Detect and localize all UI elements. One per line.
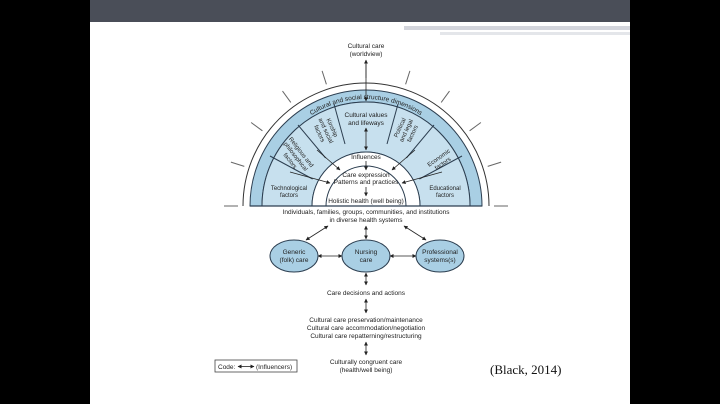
sun-ray — [405, 70, 411, 85]
nursing-care-circle — [341, 239, 391, 273]
code-label: Code: — [218, 364, 236, 371]
slide-header-bar — [90, 0, 630, 22]
sunrise-model-diagram: Cultural care (worldview) Cultural and s… — [214, 43, 508, 374]
care-mode-accommodation: Cultural care accommodation/negotiation — [307, 325, 426, 332]
factor-technological: Technological factors — [271, 186, 307, 199]
factor-cultural-values: Cultural values and lifeways — [345, 112, 389, 127]
system-arrows — [305, 225, 427, 258]
holistic-health-label: Holistic health (well being) — [328, 198, 404, 205]
nursing-care-line1: Nursing — [355, 249, 378, 256]
sun-ray — [321, 70, 327, 85]
professional-systems-line1: Professional — [422, 249, 458, 256]
worldview-label-line1: Cultural care — [348, 43, 385, 50]
sun-ray — [250, 122, 263, 132]
influences-label: Influences — [351, 154, 381, 161]
svg-text:factors: factors — [280, 193, 298, 199]
generic-care-circle — [269, 239, 319, 273]
sun-ray — [440, 90, 450, 103]
care-mode-repatterning: Cultural care repatterning/restructuring — [310, 333, 422, 340]
code-meaning: (Influencers) — [256, 364, 292, 371]
generic-care-line2: (folk) care — [280, 257, 309, 264]
care-decisions-label: Care decisions and actions — [327, 290, 406, 297]
svg-text:and lifeways: and lifeways — [348, 120, 385, 127]
sun-rays — [224, 64, 508, 207]
svg-text:Educational: Educational — [429, 186, 460, 192]
factor-kinship: Kinship and social factors — [312, 117, 338, 144]
factor-influence-arrows — [289, 149, 443, 184]
worldview-label-line2: (worldview) — [350, 51, 383, 58]
sun-ray — [230, 161, 245, 167]
individuals-line2: in diverse health systems — [330, 217, 404, 224]
slide: Cultural care (worldview) Cultural and s… — [90, 0, 630, 404]
svg-text:factors: factors — [436, 193, 454, 199]
sun-ray — [469, 122, 482, 132]
care-expression-line2: Patterns and practices — [334, 179, 399, 186]
professional-systems-line2: systems(s) — [424, 257, 455, 264]
care-mode-preservation: Cultural care preservation/maintenance — [309, 317, 423, 324]
sector-dividers — [269, 103, 463, 180]
outcome-line1: Culturally congruent care — [330, 359, 403, 366]
svg-text:Technological: Technological — [271, 186, 307, 192]
sun-ray — [487, 161, 502, 167]
svg-text:Cultural values: Cultural values — [345, 112, 389, 119]
factor-educational: Educational factors — [429, 186, 460, 199]
code-legend: Code: (Influencers) — [214, 359, 298, 373]
citation: (Black, 2014) — [490, 362, 562, 377]
outcome-line2: (health/well being) — [340, 367, 393, 374]
sun-ray — [282, 90, 292, 103]
generic-care-line1: Generic — [283, 249, 307, 256]
care-expression-line1: Care expression — [342, 172, 390, 179]
header-accent-line — [404, 26, 630, 30]
header-accent-line-secondary — [440, 32, 630, 35]
nursing-care-line2: care — [360, 257, 373, 264]
individuals-line1: Individuals, families, groups, communiti… — [283, 209, 451, 216]
professional-systems-circle — [415, 239, 465, 273]
